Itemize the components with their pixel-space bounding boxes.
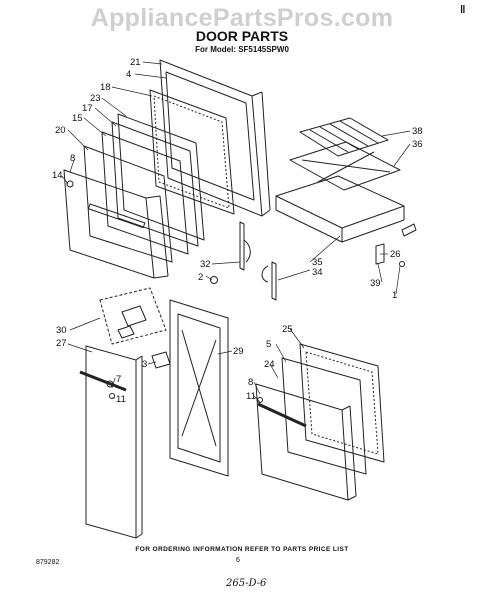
page-number: 6 [236,557,240,564]
door-handle [87,203,146,229]
callout-label: 23 [90,93,101,104]
callout-label: 32 [200,259,211,270]
callout-label: 7 [116,374,121,385]
callout-label: 21 [130,57,141,68]
upper-door-stack [63,59,271,279]
broiler-drawer [275,175,405,229]
callout-label: 11 [246,391,256,402]
lower-parts [79,287,385,539]
drawer-front-panel [85,345,137,539]
lower-door-frame [299,343,385,463]
callout-labels: 21 4 18 23 17 15 20 8 14 38 36 32 2 35 3… [52,57,423,405]
door-panel [63,169,155,279]
broiler-assembly [275,117,405,243]
inner-glass [149,89,235,215]
callout-label: 26 [390,249,401,260]
hinge-arm [239,221,245,271]
callout-label: 30 [56,325,67,336]
callout-label: 17 [82,103,93,114]
callout-label: 15 [72,113,83,124]
outer-glass [83,145,173,263]
latch-box [99,287,167,345]
watermark: AppliancePartsPros.com [90,4,394,32]
callout-label: 2 [198,272,203,283]
ordering-note: FOR ORDERING INFORMATION REFER TO PARTS … [135,546,349,553]
lower-door-glass [281,357,367,475]
callout-label: 27 [56,338,67,349]
callout-label: 29 [233,346,244,357]
callout-label: 38 [412,126,423,137]
door-frame-inner [165,71,255,201]
spacer-frame [101,131,189,255]
handwritten-note: 265-D-6 [226,578,267,589]
callout-label: 18 [100,82,111,93]
callout-label: 11 [116,394,126,405]
callout-label: 1 [392,290,397,301]
page-title: DOOR PARTS [195,28,289,44]
callout-label: 39 [370,278,381,289]
corner-mark: ǁ [460,4,466,16]
drawer-clip [151,351,171,369]
callout-label: 25 [282,324,293,335]
broiler-grid [299,117,389,157]
callout-label: 8 [248,377,253,388]
lower-door-panel [255,383,349,501]
callout-label: 35 [312,257,323,268]
callout-label: 5 [266,339,271,350]
callout-label: 34 [312,267,323,278]
side-bracket [375,243,385,265]
hinge-hardware [210,221,417,301]
model-line: For Model: SF5145SPW0 [195,45,289,54]
callout-label: 20 [55,125,66,136]
drawer-back-panel [169,299,229,477]
hinge-link [271,261,277,301]
callout-label: 14 [52,170,63,181]
callout-label: 36 [412,139,423,150]
callout-label: 3 [142,359,147,370]
window-pack [117,113,205,241]
callout-label: 4 [126,69,131,80]
document-code: 879282 [36,559,60,566]
leader-lines [61,61,411,403]
callout-label: 8 [70,153,75,164]
callout-label: 24 [264,359,275,370]
